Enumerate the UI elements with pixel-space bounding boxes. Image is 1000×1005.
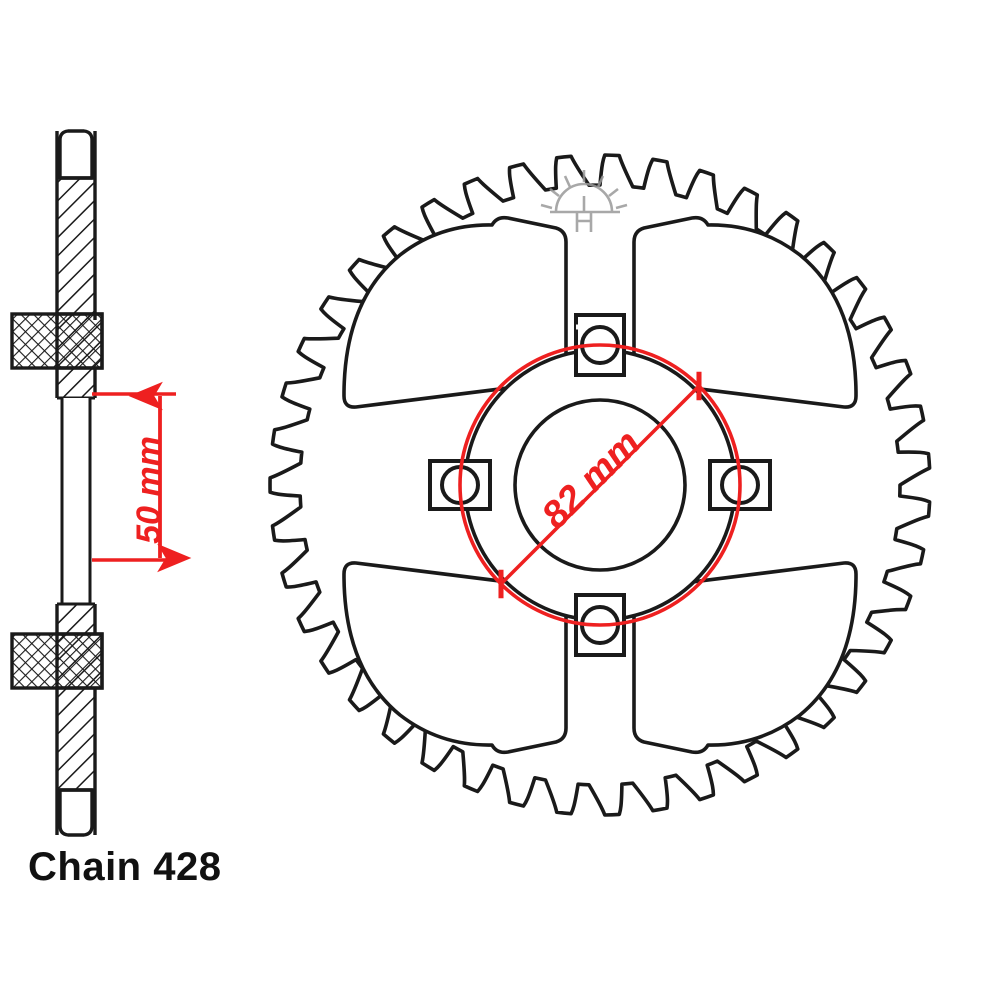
bolt-circle-diameter-line [498,371,702,599]
thickness-dimension [92,381,192,573]
spoke-top-left [342,215,568,409]
side-view-upper-tooth [55,129,97,320]
side-view-lower-web [55,602,97,634]
thickness-dimension-label-group: 50 mm [130,436,168,544]
spoke-bottom-right [632,561,858,755]
side-view-lower-tooth [55,688,97,837]
side-view-central-web [60,398,92,604]
spoke-bottom-left [342,561,568,755]
side-view-lower-flange [10,632,104,690]
chain-spec-label: Chain 428 [28,845,222,889]
bolt-circle-ring [458,343,742,627]
side-view-upper-flange [10,312,104,370]
spoke-top-right [632,215,858,409]
bolt-circle-dimension [458,343,742,627]
sunburst-icon [540,170,628,232]
sprocket-spokes [342,215,858,755]
side-view-group [10,129,192,837]
front-view-group [268,153,932,817]
side-view-upper-web [55,368,97,400]
thickness-dimension-label: 50 mm [130,436,168,544]
